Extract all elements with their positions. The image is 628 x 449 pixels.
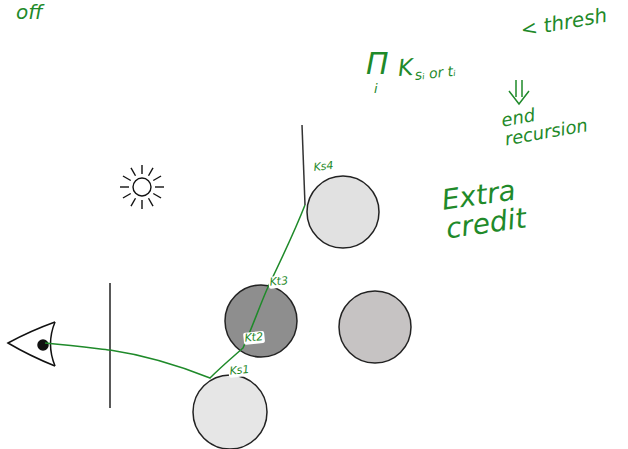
sun-ray <box>123 176 131 181</box>
sun-ray <box>153 176 161 181</box>
sun-ray <box>153 194 161 199</box>
note-text: Extra credit <box>440 175 528 244</box>
sun-ray <box>141 165 142 174</box>
product-symbol: Π <box>366 48 389 80</box>
sun-ray <box>149 168 154 176</box>
sun-ray <box>131 168 136 176</box>
sun-ray <box>141 200 142 209</box>
implies-arrow <box>509 80 529 104</box>
note-text: off <box>16 2 43 23</box>
ray-path <box>302 125 305 205</box>
formula-text: K <box>397 55 414 80</box>
ray-path <box>45 205 305 378</box>
subscript: i <box>374 82 378 96</box>
coefficient-label: Kt2 <box>243 331 265 345</box>
sun-ray <box>149 198 154 206</box>
note-text: end recursion <box>500 97 589 149</box>
formula-text: < thresh <box>519 5 609 41</box>
sphere <box>339 291 411 363</box>
coefficient-label: Ks1 <box>228 364 251 378</box>
sphere <box>307 176 379 248</box>
sphere <box>193 375 267 449</box>
image-plane <box>109 283 111 408</box>
sun-ray <box>120 186 129 187</box>
sun-ray <box>123 194 131 199</box>
sun-ray <box>155 186 164 187</box>
coefficient-label: Ks4 <box>313 160 334 174</box>
coefficient-label: Kt3 <box>268 275 290 289</box>
subscript: sᵢ or tᵢ <box>414 64 456 83</box>
sun-ray <box>131 198 136 206</box>
light-source <box>120 165 164 209</box>
sphere <box>225 285 297 357</box>
